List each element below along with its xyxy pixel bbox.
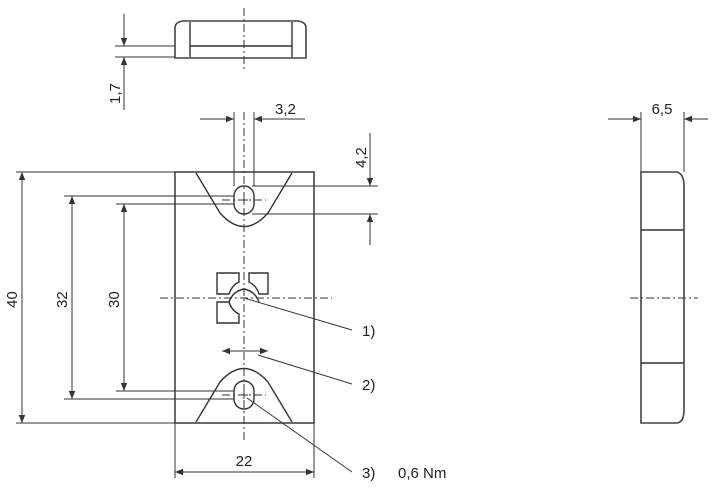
dim-hole-spacing-outer: 32 (54, 195, 234, 400)
dim-overall-width-label: 22 (236, 453, 253, 470)
callout-3-label: 3) (362, 465, 375, 482)
dim-slot-width-label: 3,2 (275, 101, 296, 118)
callout-3: 3) 0,6 Nm (246, 397, 446, 482)
dim-overall-height: 40 (4, 171, 175, 424)
dim-slot-depth: 4,2 (252, 133, 378, 245)
dim-hole-spacing-inner-label: 30 (106, 291, 123, 308)
callout-2-label: 2) (362, 377, 375, 394)
callout-1: 1) (243, 297, 375, 340)
dim-hole-spacing-outer-label: 32 (54, 291, 71, 308)
dim-overall-height-label: 40 (4, 291, 21, 308)
torque-label: 0,6 Nm (398, 465, 446, 482)
side-view: 6,5 (608, 101, 708, 424)
dim-overall-width: 22 (174, 423, 315, 478)
dim-side-thickness-label: 6,5 (652, 101, 673, 118)
dim-slot-depth-label: 4,2 (353, 147, 370, 168)
dim-hole-spacing-inner: 30 (106, 203, 234, 392)
dim-slot-width: 3,2 (200, 101, 305, 186)
callout-2: 2) (257, 354, 375, 394)
front-view (160, 112, 332, 440)
top-view: 1,7 (107, 8, 307, 110)
dim-top-thickness: 1,7 (107, 83, 124, 104)
callout-1-label: 1) (362, 323, 375, 340)
